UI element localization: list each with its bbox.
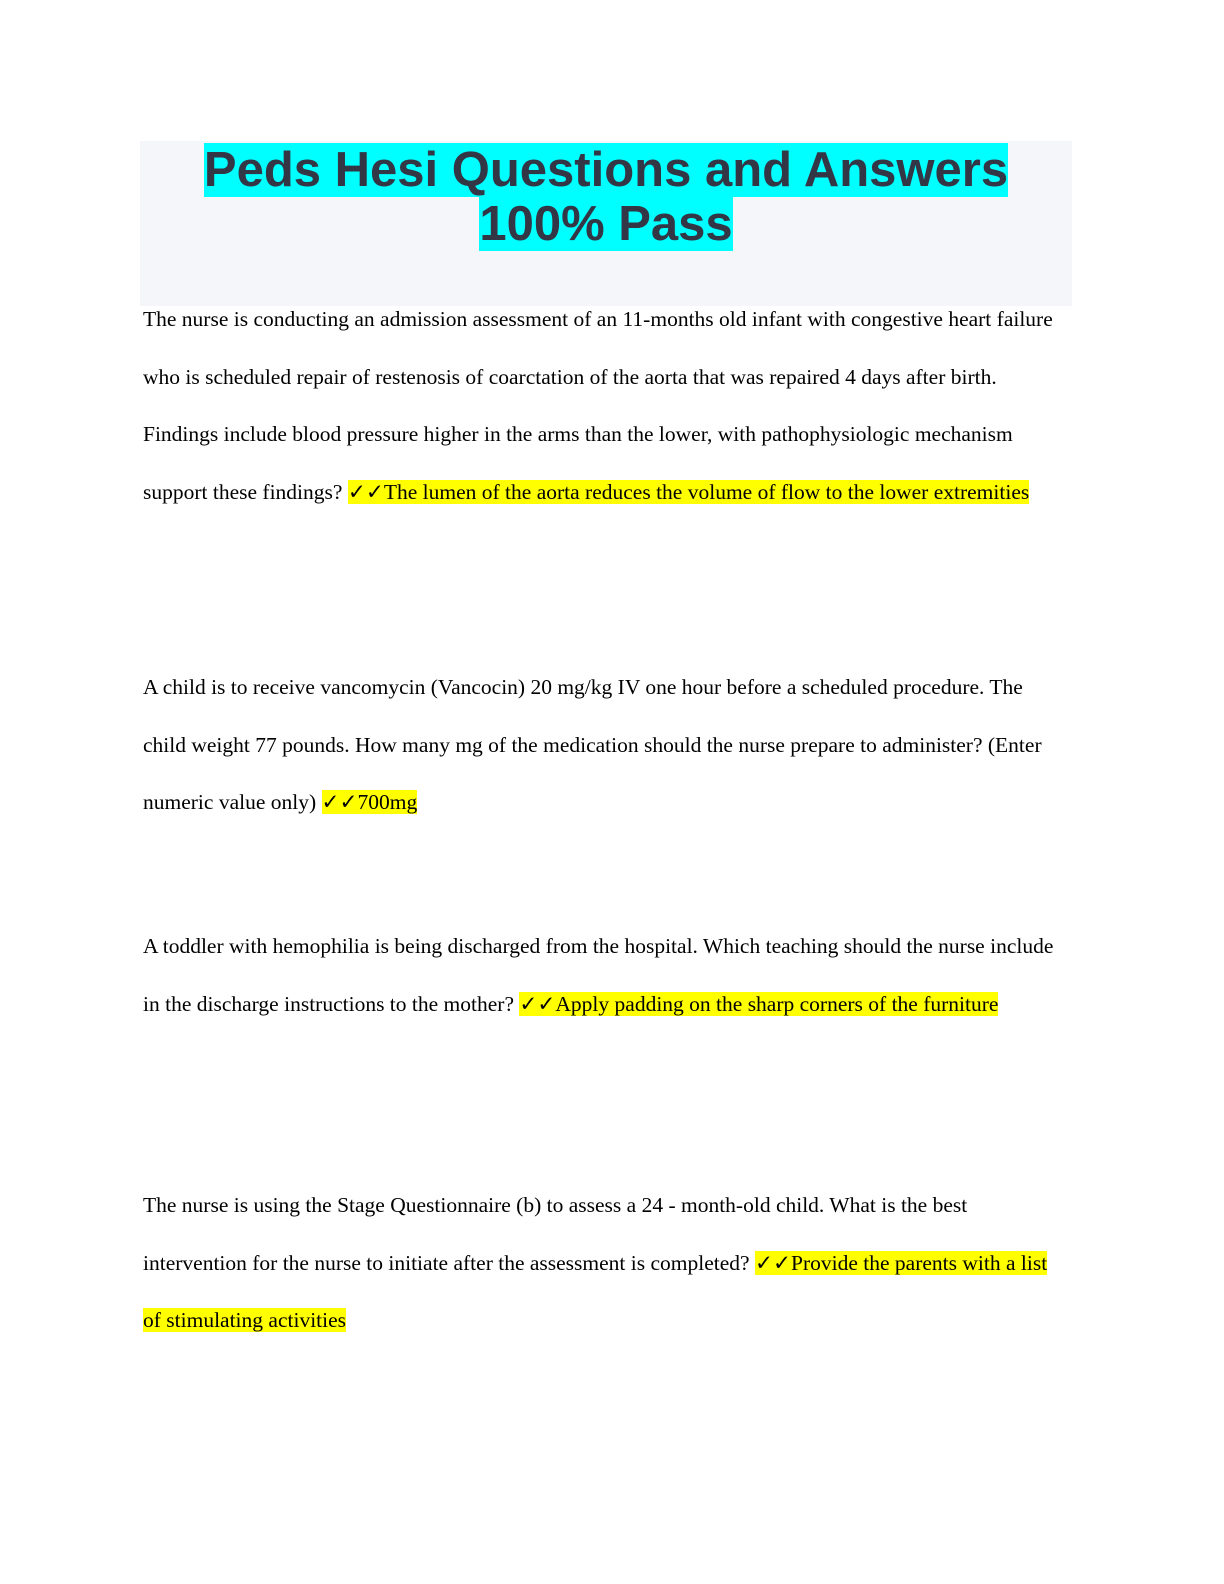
answer-text: Provide the parents with a list of stimu… (143, 1250, 1048, 1333)
answer-text: The lumen of the aorta reduces the volum… (383, 479, 1030, 504)
answer-highlight: ✓✓700mg (321, 790, 418, 814)
answer-text: Apply padding on the sharp corners of th… (555, 991, 999, 1016)
question-2: A child is to receive vancomycin (Vancoc… (143, 659, 1068, 832)
answer-highlight: ✓✓The lumen of the aorta reduces the vol… (347, 479, 1030, 504)
answer-text: 700mg (357, 790, 418, 814)
question-text: A toddler with hemophilia is being disch… (143, 934, 1054, 1016)
document-title: Peds Hesi Questions and Answers 100% Pas… (140, 141, 1072, 251)
question-4: The nurse is using the Stage Questionnai… (143, 1177, 1068, 1350)
title-box: Peds Hesi Questions and Answers 100% Pas… (140, 141, 1072, 306)
check-icon: ✓✓ (754, 1250, 791, 1275)
answer-highlight: ✓✓Apply padding on the sharp corners of … (519, 991, 999, 1016)
check-icon: ✓✓ (519, 991, 556, 1016)
question-text: The nurse is conducting an admission ass… (143, 307, 1053, 504)
check-icon: ✓✓ (321, 790, 358, 814)
check-icon: ✓✓ (347, 479, 384, 504)
question-3: A toddler with hemophilia is being disch… (143, 918, 1068, 1033)
title-text: Peds Hesi Questions and Answers 100% Pas… (203, 143, 1009, 251)
question-1: The nurse is conducting an admission ass… (143, 291, 1068, 521)
question-text: The nurse is using the Stage Questionnai… (143, 1193, 968, 1275)
question-text: A child is to receive vancomycin (Vancoc… (143, 675, 1042, 814)
